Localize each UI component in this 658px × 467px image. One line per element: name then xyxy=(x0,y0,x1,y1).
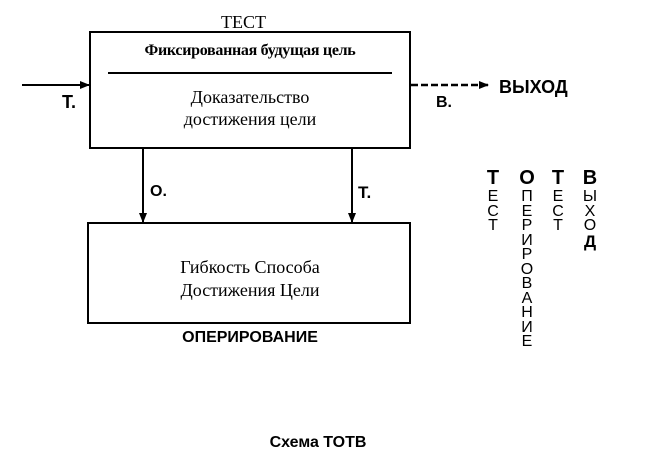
legend-operate-letter: И xyxy=(521,231,533,249)
right-arrow-label: Т. xyxy=(358,183,372,202)
legend-operate-letter: Е xyxy=(521,333,533,350)
flexibility-line-1: Гибкость Способа xyxy=(180,257,320,277)
legend-test-letter: С xyxy=(487,202,499,220)
flexibility-line-2: Достижения Цели xyxy=(180,280,320,300)
output-label: ВЫХОД xyxy=(499,77,568,97)
legend-operate-letter: Н xyxy=(521,304,533,321)
legend-operate-letter: Р xyxy=(521,217,533,234)
proof-line-2: достижения цели xyxy=(183,109,317,129)
legend-test: Т Е С Т xyxy=(485,168,501,233)
operating-label: ОПЕРИРОВАНИЕ xyxy=(182,329,318,346)
legend-test2-initial: Т xyxy=(551,167,565,189)
operate-box xyxy=(87,222,411,324)
test-title: ТЕСТ xyxy=(221,12,266,32)
test-box xyxy=(89,31,411,149)
legend-test2-letter: С xyxy=(552,202,564,220)
legend-test2-letter: Е xyxy=(552,188,564,205)
legend-operate: О П Е Р И Р О В А Н И Е xyxy=(518,168,536,349)
legend-test-letter: Е xyxy=(487,188,499,205)
legend-operate-letter: И xyxy=(521,318,533,336)
legend-exit-initial: В xyxy=(582,167,598,189)
legend-operate-initial: О xyxy=(519,167,535,189)
legend-operate-letter: В xyxy=(521,275,533,292)
legend-exit-letter: Д xyxy=(583,231,597,251)
legend-test-letter: Т xyxy=(488,217,498,234)
legend-test2: Т Е С Т xyxy=(550,168,566,233)
legend-test-initial: Т xyxy=(486,167,500,189)
legend-exit-letter: Ы xyxy=(582,188,598,205)
legend-operate-letter: Е xyxy=(521,202,533,220)
output-arrow-label: В. xyxy=(436,94,452,111)
legend-operate-letter: П xyxy=(521,188,533,205)
legend-exit: В Ы Х О Д xyxy=(581,168,599,251)
legend-exit-letter: Х xyxy=(584,202,596,220)
legend-operate-letter: О xyxy=(520,260,534,278)
legend-exit-letter: О xyxy=(583,217,597,234)
legend-operate-letter: А xyxy=(521,289,533,307)
left-arrow-label: О. xyxy=(150,183,167,200)
legend-test2-letter: Т xyxy=(553,217,563,234)
input-arrow-label: Т. xyxy=(62,92,76,112)
legend-operate-letter: Р xyxy=(521,246,533,263)
proof-line-1: Доказательство xyxy=(190,87,310,107)
caption: Схема ТОТВ xyxy=(269,434,367,451)
fixed-goal-label: Фиксированная будущая цель xyxy=(144,42,356,59)
